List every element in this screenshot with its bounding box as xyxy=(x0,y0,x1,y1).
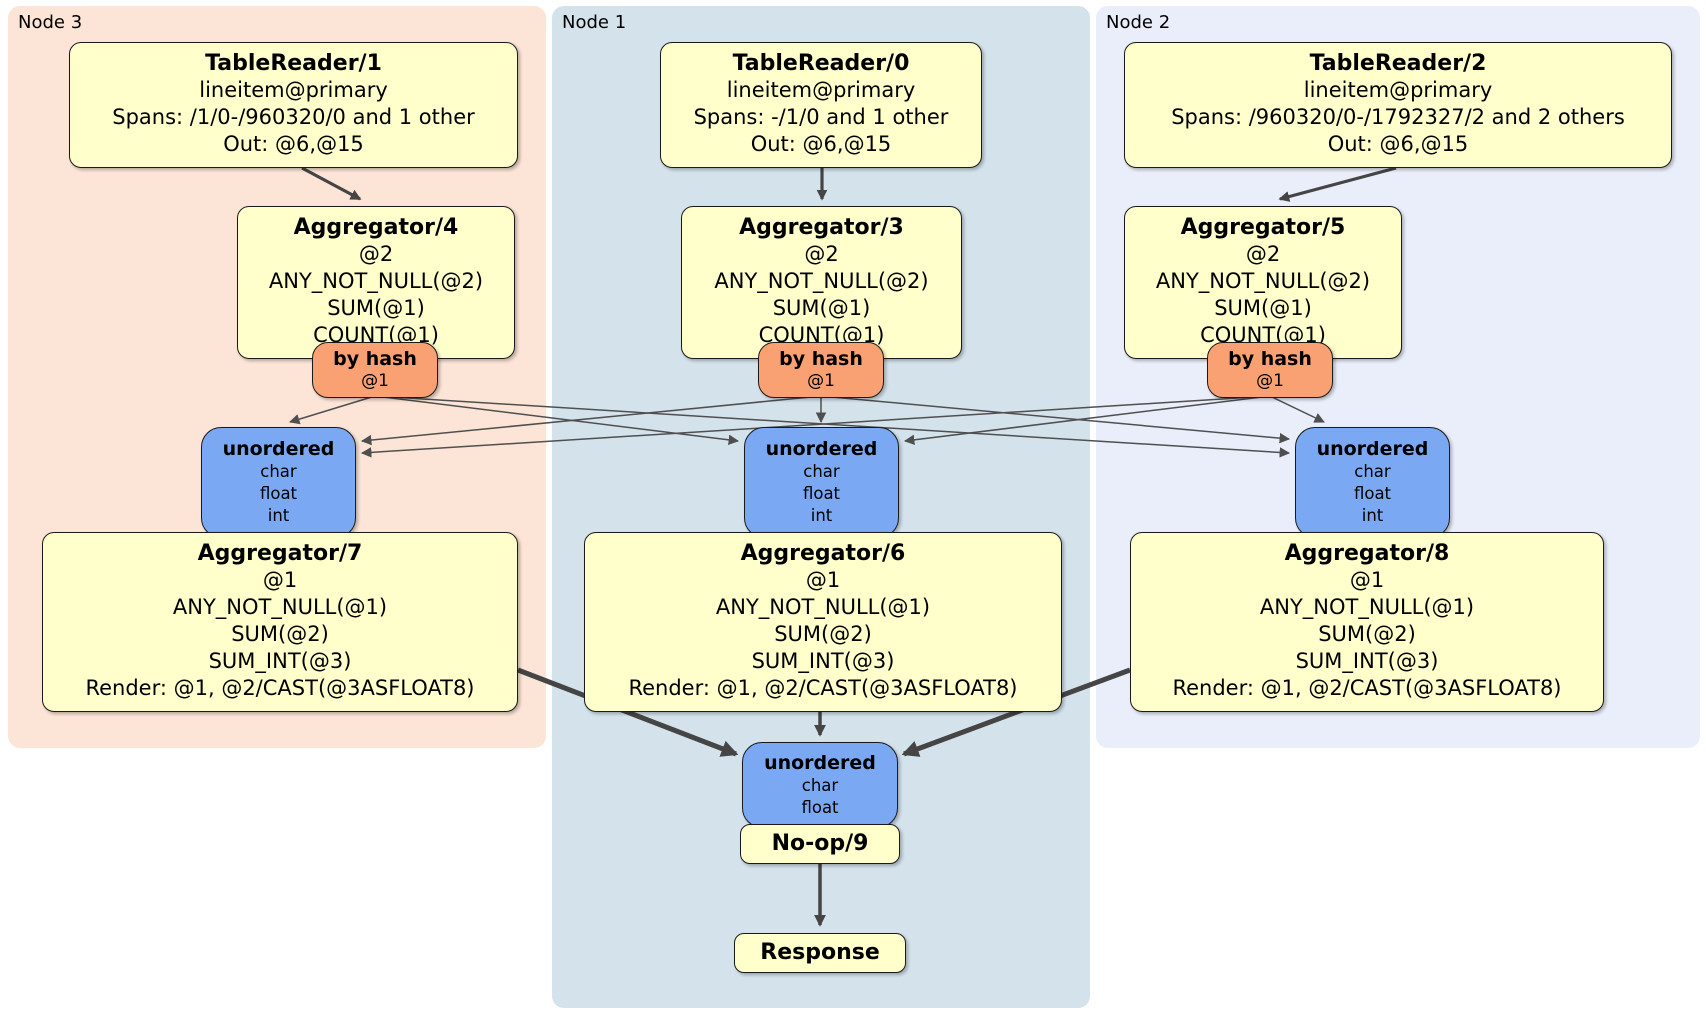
processor-noop-9: No-op/9 xyxy=(740,824,900,864)
router-title: by hash xyxy=(1228,348,1312,370)
sync-detail: char xyxy=(803,462,840,481)
processor-detail: @1 xyxy=(805,568,841,592)
processor-detail: Out: @6,@15 xyxy=(750,132,892,156)
region-node3-label: Node 3 xyxy=(18,12,83,33)
processor-detail: @1 xyxy=(1349,568,1385,592)
processor-aggregator-5: Aggregator/5 @2 ANY_NOT_NULL(@2) SUM(@1)… xyxy=(1124,206,1402,359)
processor-detail: Spans: -/1/0 and 1 other xyxy=(693,105,949,129)
processor-detail: @1 xyxy=(262,568,298,592)
sync-detail: float xyxy=(801,798,839,817)
router-by-hash-node1: by hash @1 xyxy=(758,342,884,398)
processor-aggregator-7: Aggregator/7 @1 ANY_NOT_NULL(@1) SUM(@2)… xyxy=(42,532,518,712)
processor-detail: Spans: /1/0-/960320/0 and 1 other xyxy=(112,105,475,129)
sync-detail: int xyxy=(810,506,833,525)
processor-title: TableReader/1 xyxy=(205,51,382,76)
sync-title: unordered xyxy=(765,438,878,460)
processor-title: Aggregator/7 xyxy=(197,541,363,566)
processor-detail: Out: @6,@15 xyxy=(1327,132,1469,156)
processor-title: Aggregator/3 xyxy=(739,215,904,240)
edge-router3-sync2 xyxy=(374,395,1291,458)
edge-tablereader2-aggregator5 xyxy=(1278,166,1397,202)
sync-unordered-node2: unordered char float int xyxy=(1295,427,1450,538)
processor-tablereader-1: TableReader/1 lineitem@primary Spans: /1… xyxy=(69,42,518,168)
processor-detail: ANY_NOT_NULL(@2) xyxy=(714,269,929,293)
sync-unordered-node1: unordered char float int xyxy=(744,427,899,538)
sync-detail: char xyxy=(801,776,839,795)
processor-detail: ANY_NOT_NULL(@2) xyxy=(1155,269,1371,293)
router-by-hash-node2: by hash @1 xyxy=(1207,342,1333,398)
processor-title: Aggregator/6 xyxy=(740,541,906,566)
processor-detail: Render: @1, @2/CAST(@3ASFLOAT8) xyxy=(628,676,1018,700)
processor-detail: SUM(@2) xyxy=(774,622,872,646)
router-title: by hash xyxy=(333,348,417,370)
processor-response: Response xyxy=(734,933,906,973)
sync-detail: float xyxy=(802,484,841,503)
sync-title: unordered xyxy=(764,752,876,774)
processor-detail: SUM(@1) xyxy=(327,296,425,320)
processor-detail: ANY_NOT_NULL(@1) xyxy=(1259,595,1475,619)
edge-tablereader1-aggregator4 xyxy=(301,166,362,201)
router-title: by hash xyxy=(779,348,863,370)
processor-tablereader-0: TableReader/0 lineitem@primary Spans: -/… xyxy=(660,42,982,168)
router-by-hash-node3: by hash @1 xyxy=(312,342,438,398)
processor-detail: SUM(@1) xyxy=(1214,296,1312,320)
processor-detail: lineitem@primary xyxy=(1303,78,1493,102)
edge-aggregator7-syncfinal xyxy=(517,667,739,757)
processor-aggregator-3: Aggregator/3 @2 ANY_NOT_NULL(@2) SUM(@1)… xyxy=(681,206,962,359)
processor-detail: ANY_NOT_NULL(@1) xyxy=(172,595,388,619)
processor-detail: SUM_INT(@3) xyxy=(751,649,895,673)
sync-unordered-final: unordered char float xyxy=(742,742,898,828)
sync-detail: char xyxy=(260,462,297,481)
processor-tablereader-2: TableReader/2 lineitem@primary Spans: /9… xyxy=(1124,42,1672,168)
processor-detail: SUM_INT(@3) xyxy=(208,649,352,673)
edge-router2-sync1 xyxy=(903,395,1271,446)
router-detail: @1 xyxy=(1256,371,1284,391)
processor-detail: SUM_INT(@3) xyxy=(1295,649,1439,673)
edge-router1-sync3 xyxy=(360,395,822,446)
processor-detail: lineitem@primary xyxy=(726,78,916,102)
processor-detail: Render: @1, @2/CAST(@3ASFLOAT8) xyxy=(1172,676,1562,700)
processor-aggregator-8: Aggregator/8 @1 ANY_NOT_NULL(@1) SUM(@2)… xyxy=(1130,532,1604,712)
processor-title: Aggregator/4 xyxy=(293,215,459,240)
processor-detail: @2 xyxy=(358,242,394,266)
sync-detail: char xyxy=(1354,462,1391,481)
router-detail: @1 xyxy=(807,371,835,391)
processor-detail: SUM(@2) xyxy=(1318,622,1416,646)
processor-detail: lineitem@primary xyxy=(199,78,388,102)
edge-aggregator8-syncfinal xyxy=(901,667,1131,757)
sync-detail: int xyxy=(1361,506,1384,525)
processor-detail: SUM(@1) xyxy=(772,296,871,320)
processor-title: Aggregator/5 xyxy=(1180,215,1346,240)
processor-aggregator-4: Aggregator/4 @2 ANY_NOT_NULL(@2) SUM(@1)… xyxy=(237,206,515,359)
router-detail: @1 xyxy=(361,371,389,391)
sync-detail: float xyxy=(259,484,298,503)
sync-unordered-node3: unordered char float int xyxy=(201,427,356,538)
processor-detail: @2 xyxy=(1245,242,1281,266)
edge-router2-sync2 xyxy=(1269,395,1325,423)
sync-title: unordered xyxy=(222,438,335,460)
processor-detail: SUM(@2) xyxy=(231,622,329,646)
processor-title: No-op/9 xyxy=(771,831,869,856)
processor-detail: @2 xyxy=(804,242,839,266)
sync-title: unordered xyxy=(1316,438,1429,460)
processor-detail: ANY_NOT_NULL(@1) xyxy=(715,595,931,619)
processor-detail: Render: @1, @2/CAST(@3ASFLOAT8) xyxy=(85,676,475,700)
processor-detail: Out: @6,@15 xyxy=(223,132,364,156)
processor-title: Aggregator/8 xyxy=(1284,541,1450,566)
sync-detail: float xyxy=(1353,484,1392,503)
sync-detail: int xyxy=(267,506,290,525)
region-node1-label: Node 1 xyxy=(562,12,627,33)
region-node2-label: Node 2 xyxy=(1106,12,1171,33)
edge-router3-sync3 xyxy=(288,395,376,425)
processor-detail: ANY_NOT_NULL(@2) xyxy=(268,269,484,293)
edge-router2-sync3 xyxy=(360,395,1271,458)
processor-title: Response xyxy=(760,940,880,965)
processor-title: TableReader/0 xyxy=(732,51,910,76)
edge-router1-sync2 xyxy=(820,395,1291,444)
processor-title: TableReader/2 xyxy=(1309,51,1487,76)
processor-aggregator-6: Aggregator/6 @1 ANY_NOT_NULL(@1) SUM(@2)… xyxy=(584,532,1062,712)
processor-detail: Spans: /960320/0-/1792327/2 and 2 others xyxy=(1171,105,1625,129)
